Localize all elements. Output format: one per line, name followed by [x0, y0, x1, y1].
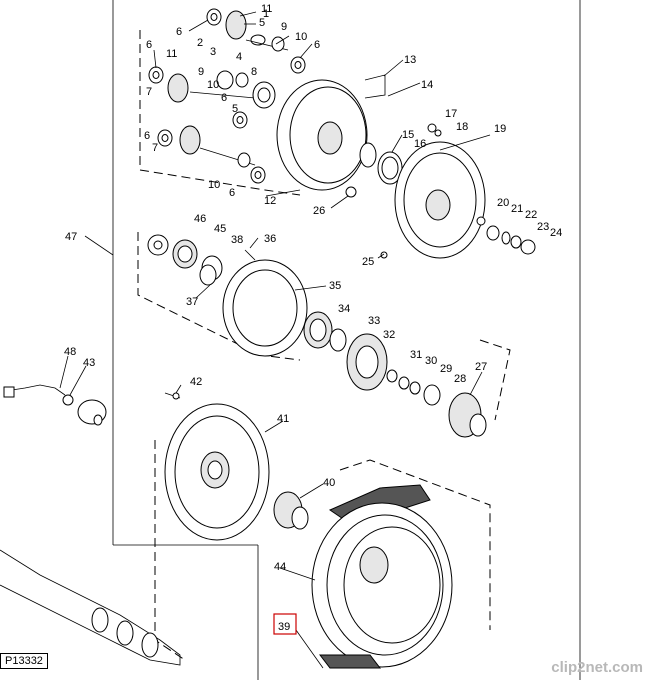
- part-label: 34: [338, 303, 350, 315]
- part-label: 11: [166, 48, 177, 60]
- part-label: 23: [537, 221, 549, 233]
- part-label: 6: [144, 130, 150, 142]
- part-label: 41: [277, 413, 289, 425]
- part-label: 13: [404, 54, 416, 66]
- planetary-gear-group: [148, 8, 306, 184]
- flywheel: [164, 392, 270, 541]
- figure-reference-code: P13332: [0, 653, 48, 669]
- part-label: 9: [281, 21, 287, 33]
- part-label: 46: [194, 213, 206, 225]
- carrier-housing: [276, 74, 386, 198]
- part-label: 6: [176, 26, 182, 38]
- part-label: 32: [383, 329, 395, 341]
- part-label: 21: [511, 203, 523, 215]
- part-label: 40: [323, 477, 335, 489]
- part-label: 29: [440, 363, 452, 375]
- part-label: 39: [278, 621, 290, 633]
- watermark-text: clip2net.com: [551, 659, 643, 676]
- part-label: 36: [264, 233, 276, 245]
- part-label: 2: [197, 37, 203, 49]
- part-label: 6: [146, 39, 152, 51]
- leader-lines: [59, 11, 491, 669]
- part-labels: 6 11 5 9 10 6 11 6 7 9 10 4 8 6 5 7 6 10…: [64, 3, 562, 633]
- part-label: 22: [525, 209, 537, 221]
- part-label: 28: [454, 373, 466, 385]
- part-label: 33: [368, 315, 380, 327]
- part-label: 12: [264, 195, 276, 207]
- part-label: 9: [198, 66, 204, 78]
- part-label: 1: [263, 8, 269, 20]
- part-label: 17: [445, 108, 457, 120]
- part-label: 7: [152, 142, 158, 154]
- part-label: 5: [232, 103, 238, 115]
- part-label: 14: [421, 79, 433, 91]
- part-label: 27: [475, 361, 487, 373]
- part-label: 37: [186, 296, 198, 308]
- part-label: 4: [236, 51, 242, 63]
- part-label: 20: [497, 197, 509, 209]
- part-label: 10: [295, 31, 307, 43]
- watermark: clip2net.com: [551, 659, 643, 676]
- part-label: 11: [261, 3, 272, 15]
- part-label: 6: [229, 187, 235, 199]
- middle-gear-group: [147, 234, 487, 438]
- part-label: 10: [207, 79, 219, 91]
- seal-and-drum: [359, 123, 536, 259]
- part-label: 45: [214, 223, 226, 235]
- part-label: 19: [494, 123, 506, 135]
- part-label: 15: [402, 129, 414, 141]
- part-label: 38: [231, 234, 243, 246]
- speed-sensor: [3, 384, 107, 426]
- part-label: 5: [259, 17, 265, 29]
- part-label: 35: [329, 280, 341, 292]
- pulley-drum: [273, 484, 453, 669]
- frame-lines: [112, 0, 581, 680]
- output-shaft: [0, 549, 181, 666]
- part-label: 44: [274, 561, 286, 573]
- part-label: 42: [190, 376, 202, 388]
- part-label: 3: [210, 46, 216, 58]
- part-label: 43: [83, 357, 95, 369]
- part-label: 6: [314, 39, 320, 51]
- part-label: 26: [313, 205, 325, 217]
- part-label: 31: [410, 349, 422, 361]
- part-label: 8: [251, 66, 257, 78]
- part-label: 16: [414, 138, 426, 150]
- part-label: 25: [362, 256, 374, 268]
- part-label: 30: [425, 355, 437, 367]
- part-label: 10: [208, 179, 220, 191]
- part-label: 7: [146, 86, 152, 98]
- label-39-box: [273, 613, 297, 635]
- part-label: 6: [221, 92, 227, 104]
- part-label: 24: [550, 227, 562, 239]
- part-label: 18: [456, 121, 468, 133]
- part-label: 47: [65, 231, 77, 243]
- part-label: 48: [64, 346, 76, 358]
